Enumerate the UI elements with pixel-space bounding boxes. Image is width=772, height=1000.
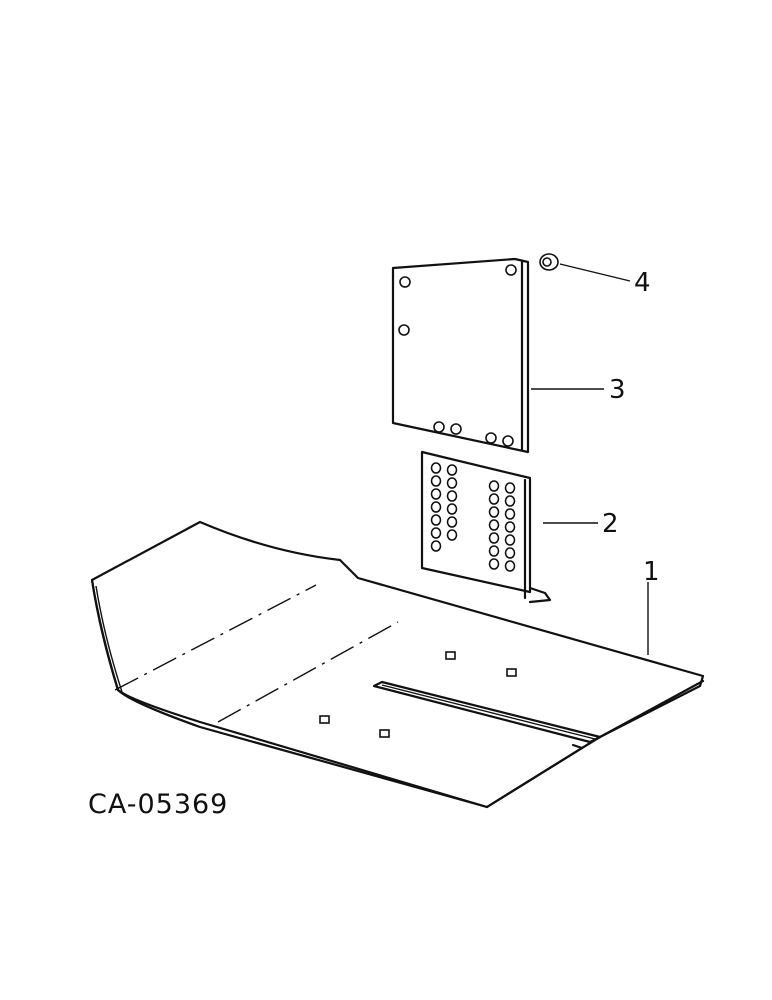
bracket-hole [430,527,442,539]
leader-4 [559,263,631,282]
bracket-hole [446,490,458,502]
angle-bracket [420,450,552,604]
bracket-hole [488,545,500,557]
bracket-hole [430,540,442,552]
spacer [539,253,559,271]
bracket-hole [430,462,442,474]
mounting-plate [391,257,530,454]
bracket-hole [504,547,516,559]
bracket-hole [446,477,458,489]
bracket-hole [504,521,516,533]
callout-4: 4 [634,268,651,298]
bracket-hole [446,529,458,541]
bracket-hole [488,558,500,570]
bracket-hole [446,516,458,528]
bracket-hole [504,495,516,507]
bracket-hole [430,475,442,487]
bracket-hole [504,482,516,494]
bracket-hole [430,514,442,526]
callout-1: 1 [643,557,660,587]
bracket-hole [488,480,500,492]
bracket-hole [488,506,500,518]
bracket-hole [504,534,516,546]
bracket-hole [488,519,500,531]
bracket-hole [446,503,458,515]
bracket-hole [446,464,458,476]
bracket-hole [430,501,442,513]
callout-2: 2 [602,509,619,539]
floor-mat [90,520,705,809]
figure-id: CA-05369 [88,789,228,820]
bracket-hole [504,508,516,520]
bracket-hole [488,493,500,505]
bracket-hole [430,488,442,500]
bracket-hole [504,560,516,572]
bracket-hole [488,532,500,544]
callout-3: 3 [609,375,626,405]
